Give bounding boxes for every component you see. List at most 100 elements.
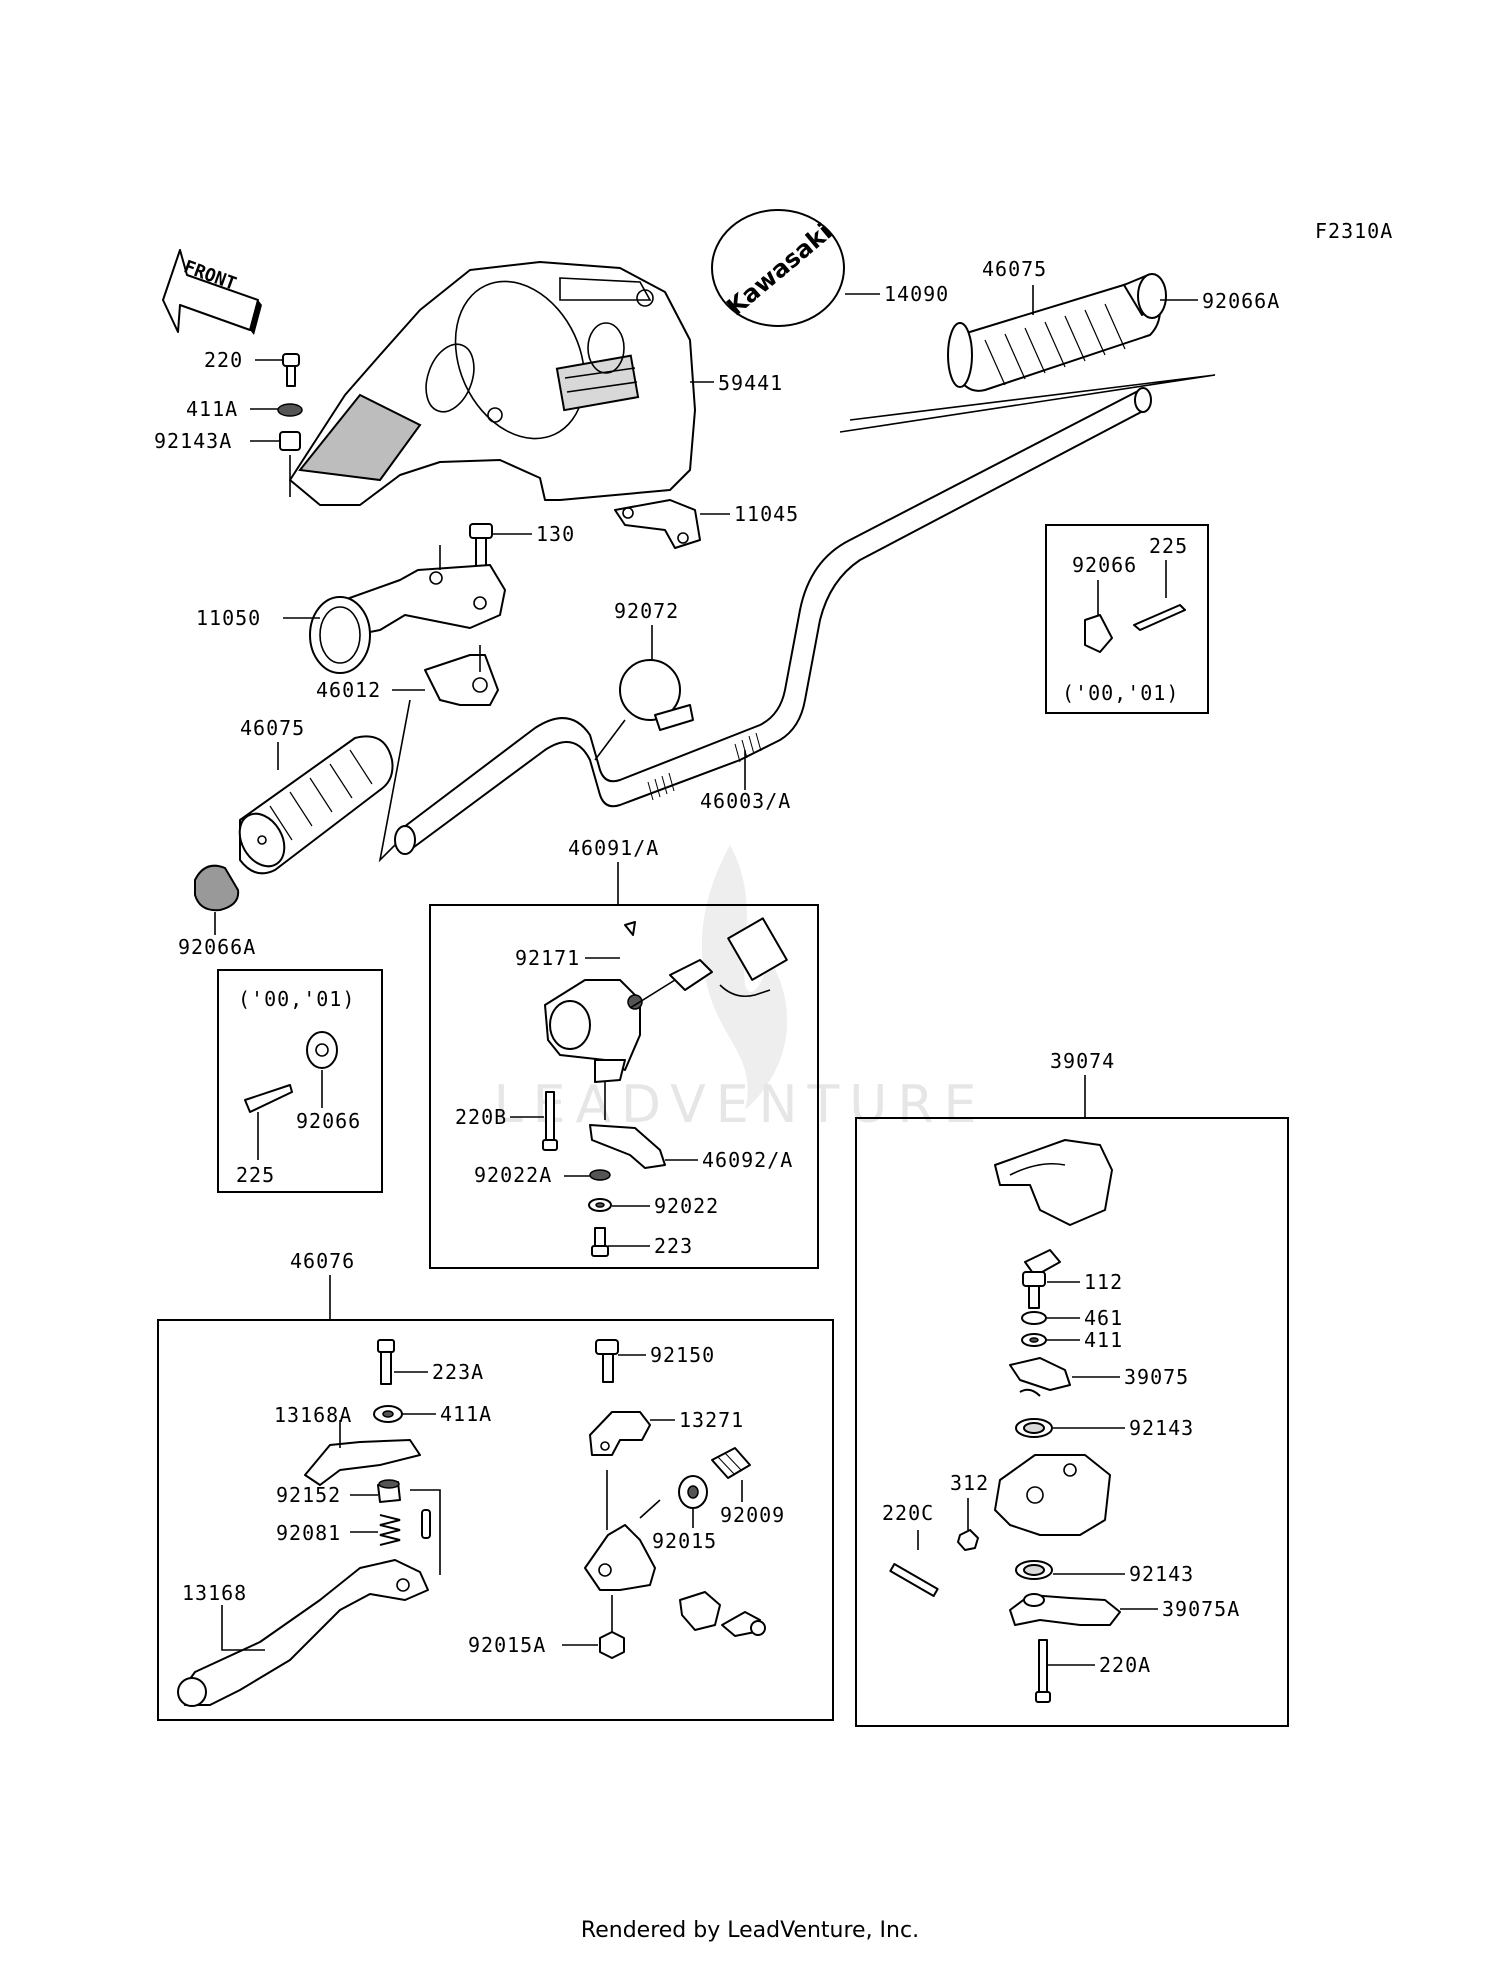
label-223: 223 bbox=[654, 1234, 693, 1258]
right-grip bbox=[947, 279, 1161, 392]
collar-92143A bbox=[279, 431, 301, 451]
bolt-220 bbox=[282, 353, 300, 387]
lever-46092A bbox=[589, 1124, 666, 1169]
label-92143A: 92143A bbox=[154, 429, 232, 453]
inset-left-years: ('00,'01) bbox=[238, 987, 355, 1011]
label-46091A: 46091/A bbox=[568, 836, 659, 860]
lever-13168 bbox=[177, 1559, 429, 1707]
label-312: 312 bbox=[950, 1471, 989, 1495]
meter-cover bbox=[289, 261, 696, 506]
lever-bracket-13168A bbox=[304, 1439, 421, 1486]
switch-box bbox=[429, 904, 819, 1269]
label-39075A: 39075A bbox=[1162, 1597, 1240, 1621]
collar-92152 bbox=[377, 1479, 401, 1503]
screw-220C bbox=[889, 1563, 939, 1597]
label-92022A: 92022A bbox=[474, 1163, 552, 1187]
left-grip bbox=[238, 735, 394, 875]
bolt-112 bbox=[1022, 1271, 1046, 1309]
bolt-92150 bbox=[595, 1339, 619, 1383]
throttle-cover bbox=[994, 1139, 1113, 1226]
screw-220A bbox=[1035, 1639, 1051, 1703]
watermark: LEADVENTURE bbox=[494, 845, 987, 1135]
label-11045: 11045 bbox=[734, 502, 799, 526]
label-92152: 92152 bbox=[276, 1483, 341, 1507]
label-59441: 59441 bbox=[718, 371, 783, 395]
screw-223 bbox=[591, 1227, 609, 1257]
bracket-13271 bbox=[589, 1411, 651, 1456]
inset-left-part-b: 225 bbox=[236, 1163, 275, 1187]
inset-left-part-a: 92066 bbox=[296, 1109, 361, 1133]
label-223A: 223A bbox=[432, 1360, 484, 1384]
kawasaki-badge: Kawasaki bbox=[711, 209, 845, 327]
label-411A: 411A bbox=[186, 397, 238, 421]
seal-92143-b bbox=[1015, 1560, 1053, 1580]
bracket-11050 bbox=[309, 564, 506, 674]
screw-220B bbox=[542, 1091, 558, 1151]
washer-411 bbox=[1021, 1333, 1047, 1347]
inset-right-part-b: 225 bbox=[1149, 534, 1188, 558]
label-46003A: 46003/A bbox=[700, 789, 791, 813]
footer-credit: Rendered by LeadVenture, Inc. bbox=[580, 1918, 920, 1943]
adjuster-92009 bbox=[711, 1447, 751, 1479]
clamp-92072 bbox=[619, 659, 694, 731]
label-92150: 92150 bbox=[650, 1343, 715, 1367]
label-46075-left: 46075 bbox=[240, 716, 305, 740]
plate-39075 bbox=[1009, 1357, 1071, 1397]
label-46092A: 46092/A bbox=[702, 1148, 793, 1172]
lever-box bbox=[157, 1319, 834, 1721]
label-92081: 92081 bbox=[276, 1521, 341, 1545]
label-92022: 92022 bbox=[654, 1194, 719, 1218]
end-cap-left bbox=[194, 864, 240, 912]
watermark-text: LEADVENTURE bbox=[494, 1075, 987, 1135]
figure-code: F2310A bbox=[1315, 219, 1393, 243]
label-46012: 46012 bbox=[316, 678, 381, 702]
inset-right-part-a: 92066 bbox=[1072, 553, 1137, 577]
label-39075: 39075 bbox=[1124, 1365, 1189, 1389]
seal-92143-a bbox=[1015, 1418, 1053, 1438]
inset-left: ('00,'01) 92066 225 bbox=[217, 969, 383, 1193]
label-220A: 220A bbox=[1099, 1653, 1151, 1677]
label-92066A-left: 92066A bbox=[178, 935, 256, 959]
label-13271: 13271 bbox=[679, 1408, 744, 1432]
switch-housing bbox=[544, 917, 788, 1083]
label-92066A-top: 92066A bbox=[1202, 289, 1280, 313]
label-13168A: 13168A bbox=[274, 1403, 352, 1427]
nut-92015 bbox=[678, 1475, 708, 1509]
washer-411A bbox=[277, 403, 303, 417]
label-411: 411 bbox=[1084, 1328, 1123, 1352]
label-92015: 92015 bbox=[652, 1529, 717, 1553]
label-220C: 220C bbox=[882, 1501, 934, 1525]
label-14090: 14090 bbox=[884, 282, 949, 306]
washer-411A-b bbox=[373, 1405, 403, 1423]
front-arrow-icon: FRONT bbox=[162, 249, 262, 335]
washer-461 bbox=[1021, 1311, 1047, 1325]
inset-right: 92066 225 ('00,'01) bbox=[1045, 524, 1209, 714]
bolt-130 bbox=[469, 523, 493, 567]
label-220B: 220B bbox=[455, 1105, 507, 1129]
spring-92081 bbox=[379, 1514, 401, 1546]
inset-right-years: ('00,'01) bbox=[1062, 681, 1179, 705]
throttle-housing bbox=[994, 1454, 1111, 1536]
label-411A-b: 411A bbox=[440, 1402, 492, 1426]
bolt-223A bbox=[377, 1339, 395, 1385]
label-92171: 92171 bbox=[515, 946, 580, 970]
label-112: 112 bbox=[1084, 1270, 1123, 1294]
label-13168: 13168 bbox=[182, 1581, 247, 1605]
label-11050: 11050 bbox=[196, 606, 261, 630]
throttle-box bbox=[855, 1117, 1289, 1727]
label-92072: 92072 bbox=[614, 599, 679, 623]
washer-92022 bbox=[588, 1198, 612, 1212]
bracket-11045 bbox=[614, 499, 701, 549]
label-220: 220 bbox=[204, 348, 243, 372]
label-92015A: 92015A bbox=[468, 1633, 546, 1657]
label-39074: 39074 bbox=[1050, 1049, 1115, 1073]
label-461: 461 bbox=[1084, 1306, 1123, 1330]
nut-312 bbox=[957, 1529, 979, 1551]
label-46075-top: 46075 bbox=[982, 257, 1047, 281]
label-46076: 46076 bbox=[290, 1249, 355, 1273]
end-cap-top bbox=[1123, 273, 1167, 319]
nut-92015A bbox=[599, 1631, 625, 1659]
label-92143-b: 92143 bbox=[1129, 1562, 1194, 1586]
label-92143-a: 92143 bbox=[1129, 1416, 1194, 1440]
